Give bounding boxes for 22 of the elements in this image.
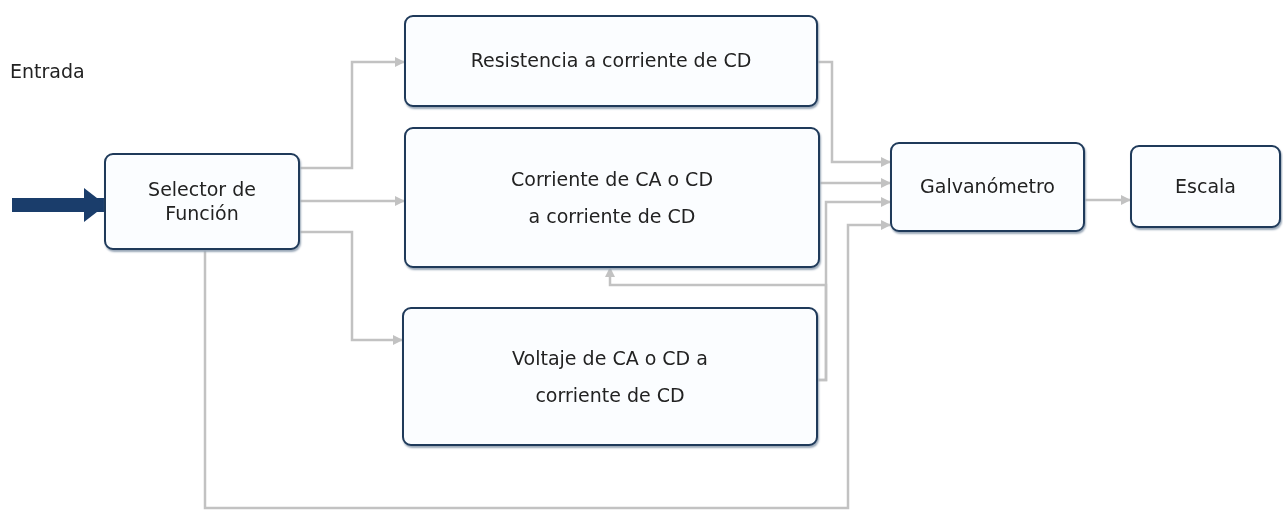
box-label: Voltaje de CA o CD a corriente de CD — [511, 346, 709, 408]
box-label: Selector de Función — [147, 177, 257, 226]
input-arrow — [12, 188, 106, 222]
process-box — [890, 142, 1085, 232]
arrow — [605, 267, 828, 382]
arrow — [1085, 195, 1131, 205]
arrow — [300, 57, 405, 170]
arrow — [300, 230, 403, 345]
box-label: Escala — [1175, 174, 1236, 199]
process-box — [404, 15, 818, 107]
process-box — [1130, 145, 1281, 228]
process-box — [404, 127, 820, 268]
box-label: Galvanómetro — [920, 175, 1055, 199]
process-box — [402, 307, 818, 446]
arrow — [818, 60, 891, 167]
arrow — [820, 178, 891, 188]
process-box — [104, 153, 300, 250]
arrow — [300, 196, 405, 206]
arrow — [203, 220, 891, 510]
input-label: Entrada — [10, 60, 85, 82]
box-label: Corriente de CA o CD a corriente de CD — [510, 167, 714, 229]
box-label: Resistencia a corriente de CD — [470, 49, 752, 73]
